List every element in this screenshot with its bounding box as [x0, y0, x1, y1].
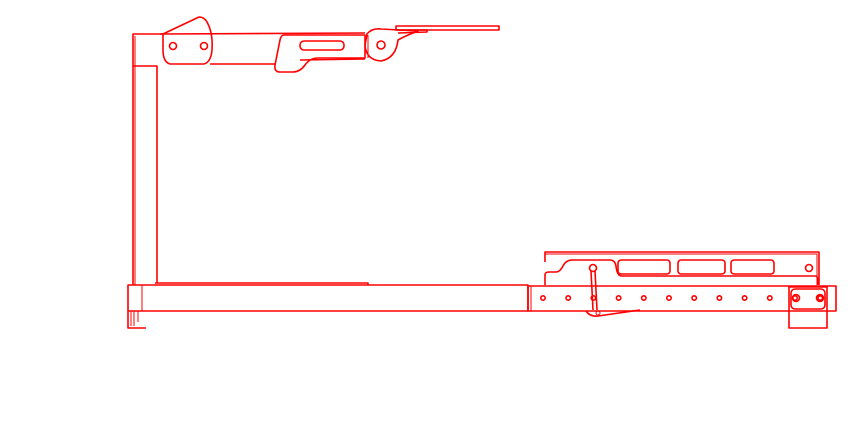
end-bracket — [788, 286, 828, 329]
pivot-hole — [376, 40, 386, 50]
beam-hole — [716, 294, 723, 301]
beam-holes — [539, 294, 824, 301]
beam-hole — [665, 294, 672, 301]
slot — [299, 40, 345, 51]
slotted-tray — [544, 251, 820, 285]
pivot-hole — [168, 41, 178, 51]
beam-hole — [741, 294, 748, 301]
round-hinge — [364, 28, 419, 62]
beam-hole — [766, 294, 773, 301]
vertical-post — [132, 33, 163, 285]
tray-slot — [677, 259, 726, 275]
extension-beam — [527, 285, 837, 312]
hinge-plate — [162, 16, 213, 65]
tray-slot — [617, 259, 671, 275]
slotted-plate — [274, 34, 366, 73]
tray-slot — [730, 259, 775, 275]
flat-bar — [395, 25, 500, 34]
pivot-hole — [199, 41, 209, 51]
tray-hole — [804, 263, 814, 273]
beam-hole — [615, 294, 622, 301]
beam-hole — [817, 294, 824, 301]
base-beam — [127, 282, 529, 329]
beam-hole — [640, 294, 647, 301]
beam-hole — [539, 294, 546, 301]
beam-hole — [565, 294, 572, 301]
beam-hole — [691, 294, 698, 301]
lever — [585, 263, 641, 317]
upper-arm — [159, 32, 366, 65]
